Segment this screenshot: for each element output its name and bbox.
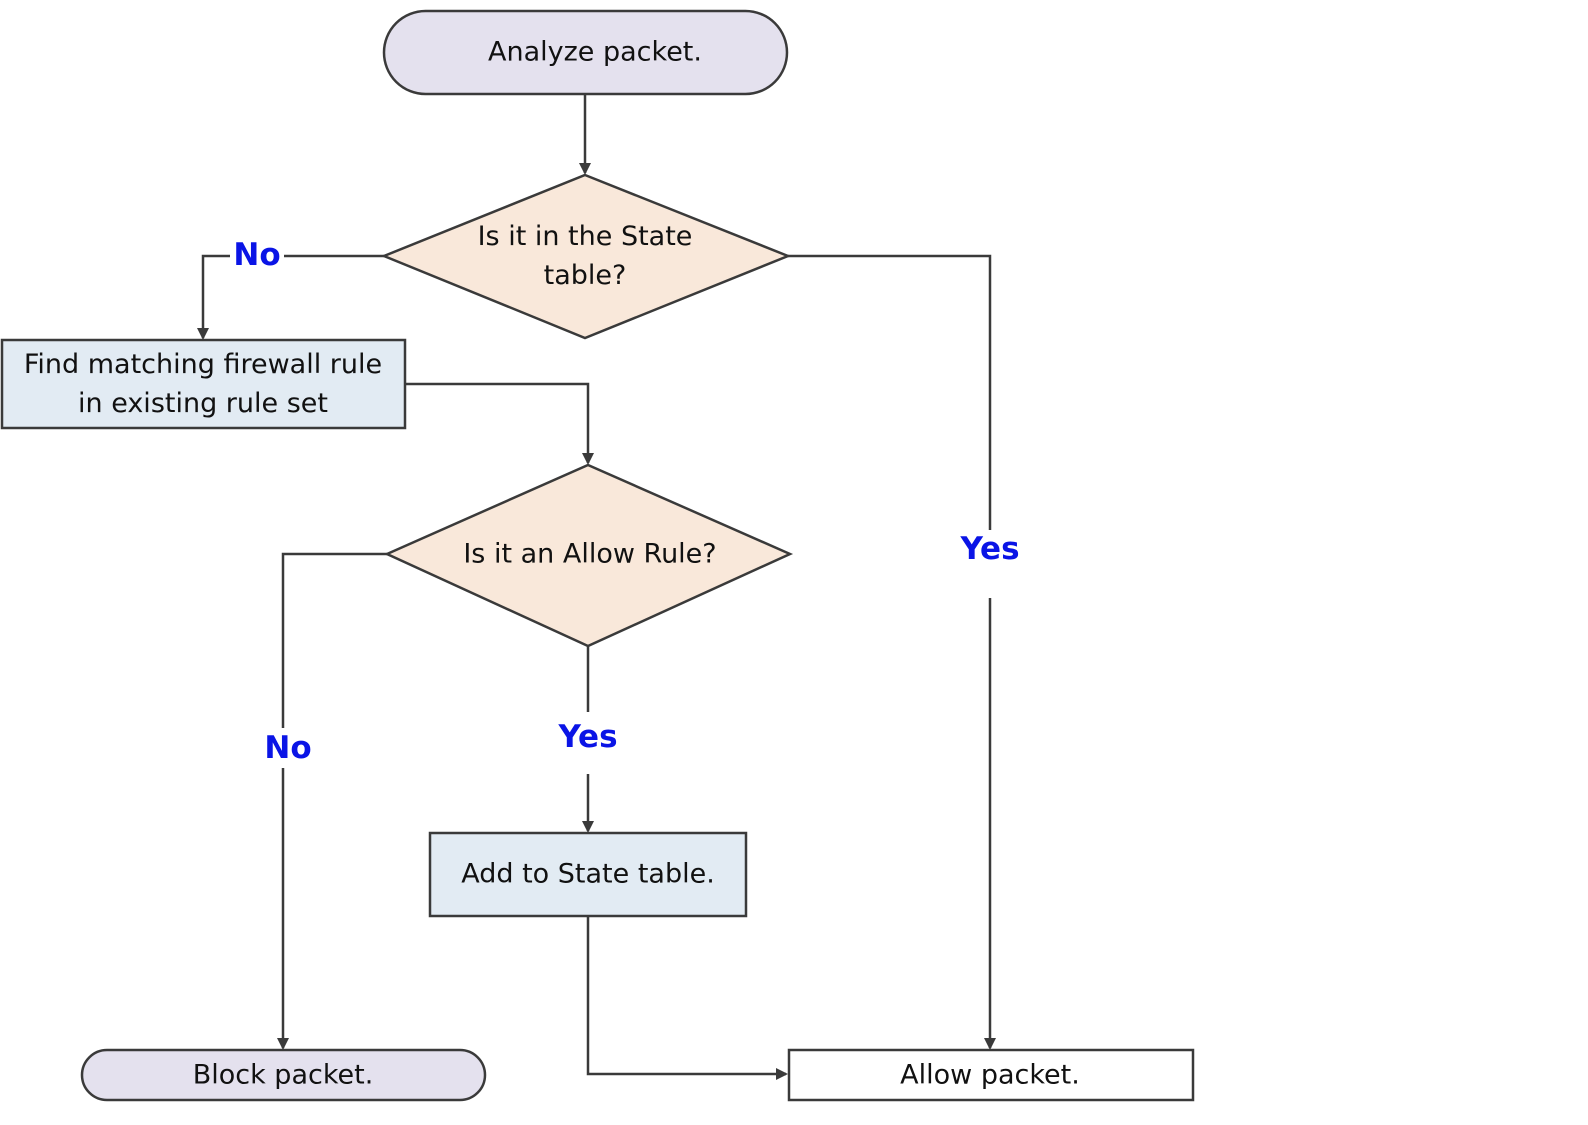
- edge-add-state-to-allow: [586, 916, 788, 1080]
- node-allow-packet: Allow packet.: [787, 1048, 1195, 1102]
- edge-find-rule-to-allow-check: [405, 382, 594, 465]
- node-add-to-state-table: Add to State table.: [428, 831, 748, 918]
- decision-shape: [383, 463, 794, 648]
- edge-state-no-to-find-rule: [197, 254, 384, 340]
- process-shape: [0, 338, 407, 430]
- node-allow-rule-decision: Is it an Allow Rule?: [383, 463, 794, 648]
- node-text: Is it an Allow Rule?: [463, 539, 716, 570]
- node-text: Analyze packet.: [488, 37, 702, 68]
- node-text: Allow packet.: [900, 1060, 1080, 1091]
- node-text-line: Find matching firewall rule: [24, 349, 382, 380]
- label-backing: [958, 530, 1022, 598]
- node-state-table-decision: Is it in the State table?: [380, 173, 792, 340]
- node-analyze-packet: Analyze packet.: [382, 9, 789, 96]
- node-text-line: in existing rule set: [78, 388, 328, 419]
- edge-state-yes-to-allow: [788, 254, 996, 1050]
- node-text-line: Add to State table.: [461, 859, 715, 890]
- node-text-line: Allow packet.: [900, 1060, 1080, 1091]
- process-shape: [428, 831, 748, 918]
- label-backing: [552, 712, 624, 774]
- edge-label-state-no: No: [233, 237, 280, 273]
- node-text: Find matching firewall rule in existing r…: [24, 349, 382, 419]
- plain-shape: [787, 1048, 1195, 1102]
- node-block-packet: Block packet.: [80, 1048, 487, 1102]
- edge-labels: No Yes No Yes: [230, 237, 1022, 774]
- edge-rule-no-to-block: [277, 552, 387, 1050]
- label-backing: [260, 728, 306, 768]
- node-text: Add to State table.: [461, 859, 715, 890]
- node-text-line: Analyze packet.: [488, 37, 702, 68]
- edge-label-rule-no: No: [264, 730, 311, 766]
- node-text: Is it in the State table?: [478, 221, 693, 291]
- terminal-shape: [382, 9, 789, 96]
- terminal-shape: [80, 1048, 487, 1102]
- edge-label-state-yes: Yes: [959, 531, 1019, 567]
- decision-shape: [380, 173, 792, 340]
- node-text-line: Is it an Allow Rule?: [463, 539, 716, 570]
- node-text-line: Is it in the State: [478, 221, 693, 252]
- node-text: Block packet.: [193, 1060, 374, 1091]
- node-text-line: Block packet.: [193, 1060, 374, 1091]
- edge-label-rule-yes: Yes: [557, 719, 617, 755]
- label-backing: [230, 238, 284, 274]
- node-find-matching-rule: Find matching firewall rule in existing r…: [0, 338, 407, 430]
- node-text-line: table?: [544, 260, 627, 291]
